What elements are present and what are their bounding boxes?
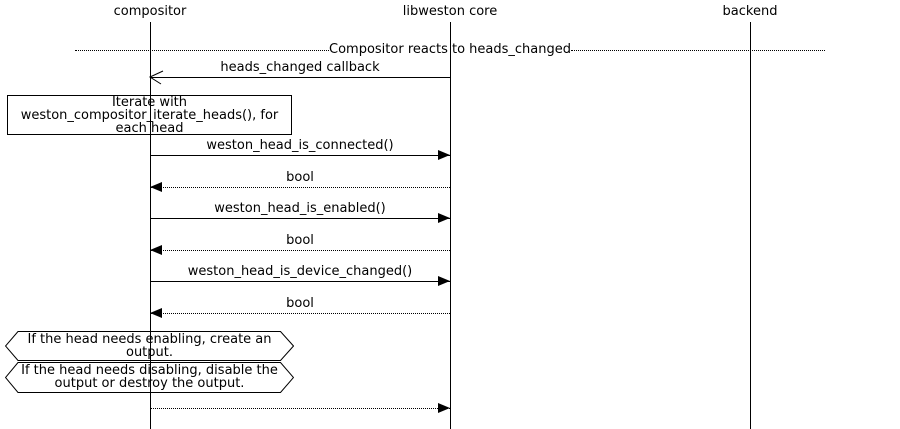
message-label: weston_head_is_enabled() xyxy=(214,201,386,216)
disable-note-text: If the head needs disabling, disable the… xyxy=(5,364,294,390)
participant-label-libweston-core: libweston core xyxy=(402,4,498,19)
divider-line-left xyxy=(75,50,329,51)
iterate-note-line: each head xyxy=(115,121,184,136)
message-line xyxy=(150,218,450,219)
message-line xyxy=(150,155,450,156)
message-label: weston_head_is_connected() xyxy=(206,138,394,153)
iterate-note-text: Iterate with weston_compositor_iterate_h… xyxy=(7,96,292,135)
iterate-note-line: weston_compositor_iterate_heads(), for xyxy=(20,108,279,123)
disable-note-box xyxy=(5,362,294,393)
lifeline-backend xyxy=(750,22,751,429)
enable-note-text: If the head needs enabling, create an ou… xyxy=(5,333,294,359)
message-label: bool xyxy=(286,296,314,311)
message-label: bool xyxy=(286,233,314,248)
message-line xyxy=(150,408,450,409)
disable-note-line: If the head needs disabling, disable the xyxy=(21,363,278,378)
divider-label: Compositor reacts to heads_changed xyxy=(329,42,571,57)
message-line xyxy=(150,77,450,78)
filled-arrowhead-icon xyxy=(438,213,450,223)
open-arrowhead-icon xyxy=(149,70,164,85)
filled-arrowhead-icon xyxy=(150,245,162,255)
message-line xyxy=(150,313,450,314)
participant-label-backend: backend xyxy=(722,4,778,19)
divider-line-right xyxy=(571,50,825,51)
enable-note-line: If the head needs enabling, create an xyxy=(27,332,272,347)
message-label: bool xyxy=(286,170,314,185)
message-label: weston_head_is_device_changed() xyxy=(187,264,413,279)
message-line xyxy=(150,250,450,251)
disable-note-line: output or destroy the output. xyxy=(54,376,245,391)
filled-arrowhead-icon xyxy=(150,182,162,192)
lifeline-compositor xyxy=(150,22,151,429)
message-line xyxy=(150,187,450,188)
filled-arrowhead-icon xyxy=(438,276,450,286)
iterate-note-box xyxy=(7,95,292,135)
participant-label-compositor: compositor xyxy=(113,4,187,19)
iterate-note-line: Iterate with xyxy=(111,95,188,110)
filled-arrowhead-icon xyxy=(438,150,450,160)
lifeline-libweston-core xyxy=(450,22,451,429)
enable-note-box xyxy=(5,331,294,361)
enable-note-line: output. xyxy=(125,345,173,360)
message-label: heads_changed callback xyxy=(220,60,380,75)
message-line xyxy=(150,281,450,282)
filled-arrowhead-icon xyxy=(150,308,162,318)
filled-arrowhead-icon xyxy=(438,403,450,413)
